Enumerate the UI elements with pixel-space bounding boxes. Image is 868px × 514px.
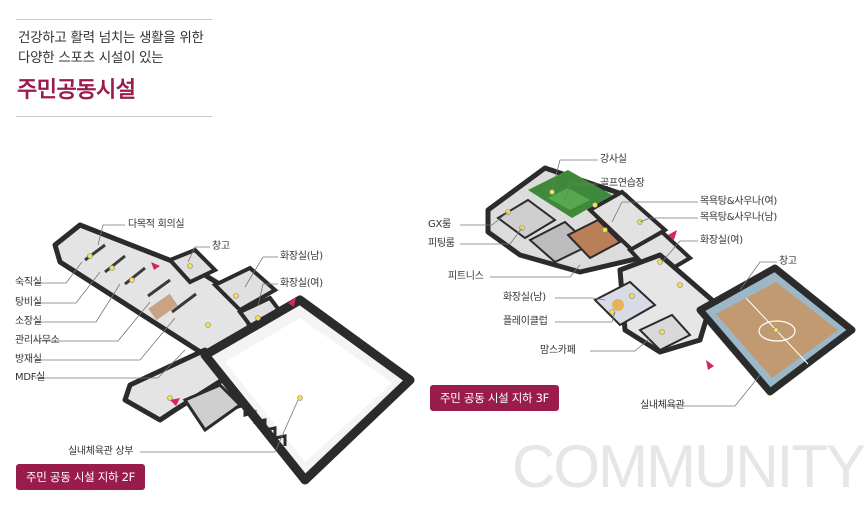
label-2f-management-office: 관리사무소 [15, 335, 60, 346]
bottom-divider [16, 116, 212, 117]
header-subtitle: 건강하고 활력 넘치는 생활을 위한 다양한 스포츠 시설이 있는 [18, 28, 204, 68]
label-2f-gym-upper: 실내체육관 상부 [68, 446, 134, 457]
label-2f-lounge: 탕비실 [15, 297, 42, 308]
leader-lines-2f [35, 224, 299, 453]
label-2f-disaster-room: 방재실 [15, 354, 42, 365]
label-3f-gx-room: GX룸 [428, 219, 451, 230]
label-2f-director-room: 소장실 [15, 316, 42, 327]
label-3f-golf-range: 골프연습장 [600, 178, 645, 189]
top-divider [16, 19, 212, 20]
label-3f-sauna-female: 목욕탕&사우나(여) [700, 196, 778, 207]
plan-3f [485, 165, 856, 396]
label-3f-fitting-room: 피팅룸 [428, 238, 455, 249]
label-3f-restroom-male: 화장실(남) [503, 292, 546, 303]
community-watermark: COMMUNITY [512, 433, 866, 500]
label-2f-night-duty: 숙직실 [15, 277, 42, 288]
label-3f-sauna-male: 목욕탕&사우나(남) [700, 212, 778, 223]
leader-lines-3f [460, 159, 777, 407]
label-3f-lecture-room: 강사실 [600, 154, 627, 165]
label-2f-restroom-male: 화장실(남) [280, 251, 323, 262]
label-3f-fitness: 피트니스 [448, 271, 484, 282]
label-2f-restroom-female: 화장실(여) [280, 278, 323, 289]
floor-badge-b2: 주민 공동 시설 지하 2F [16, 464, 145, 490]
subtitle-line-2: 다양한 스포츠 시설이 있는 [18, 50, 164, 66]
label-3f-storage: 창고 [779, 256, 797, 267]
page-title: 주민공동시설 [17, 78, 136, 103]
label-2f-storage: 창고 [212, 241, 230, 252]
label-2f-meeting-room: 다목적 회의실 [128, 219, 185, 230]
label-2f-mdf-room: MDF실 [15, 372, 46, 383]
plan-2f [52, 222, 415, 485]
floor-badge-b3: 주민 공동 시설 지하 3F [430, 385, 559, 411]
subtitle-line-1: 건강하고 활력 넘치는 생활을 위한 [18, 30, 204, 46]
label-3f-restroom-female: 화장실(여) [700, 235, 743, 246]
label-3f-play-club: 플레이클럽 [503, 316, 548, 327]
label-3f-moms-cafe: 맘스카페 [540, 345, 576, 356]
label-3f-indoor-gym: 실내체육관 [640, 400, 685, 411]
